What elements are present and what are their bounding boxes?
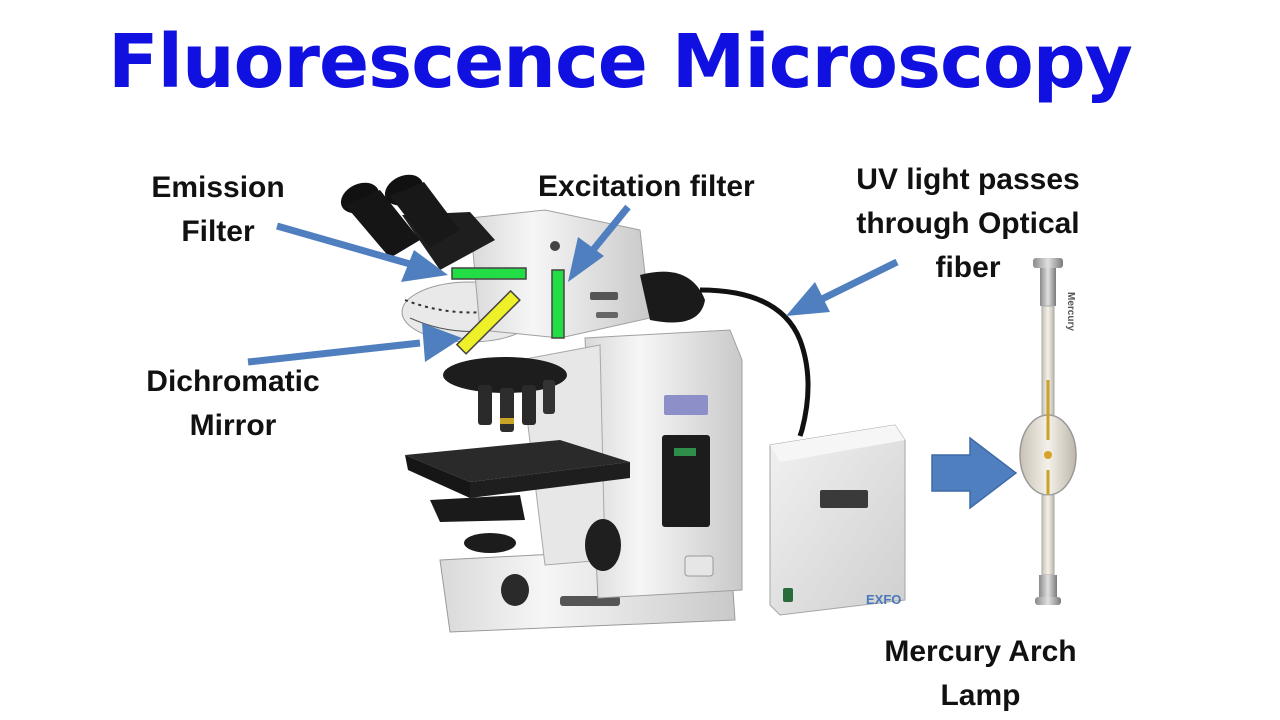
power-switch bbox=[783, 588, 793, 602]
optical-fiber bbox=[699, 287, 811, 437]
dichromatic-mirror-label-line2: Mirror bbox=[189, 409, 277, 442]
slide-title: Fluorescence Microscopy bbox=[108, 19, 1133, 105]
emission-filter-label-line2: Filter bbox=[181, 215, 255, 248]
objective-lens bbox=[543, 380, 555, 414]
mercury-lamp-label-line1: Mercury Arch bbox=[884, 635, 1077, 668]
fiber-connector bbox=[640, 271, 705, 323]
objective-lens bbox=[500, 388, 514, 432]
panel-switch bbox=[684, 555, 714, 577]
excitation-filter-marker bbox=[551, 269, 565, 339]
panel-display bbox=[674, 448, 696, 456]
dichromatic-mirror-marker bbox=[455, 289, 521, 355]
mercury-lamp-housing: EXFO bbox=[769, 424, 906, 616]
bulb-label: Mercury bbox=[1065, 292, 1076, 331]
mercury-lamp-label-line2: Lamp bbox=[940, 679, 1021, 712]
slider-control bbox=[590, 292, 618, 300]
stage bbox=[405, 440, 630, 482]
uv-light-label-line1: UV light passes bbox=[856, 163, 1080, 196]
control-panel bbox=[662, 435, 710, 527]
microscope bbox=[340, 174, 743, 633]
lamp-brand: EXFO bbox=[866, 592, 901, 607]
base-controls bbox=[560, 596, 620, 606]
dichromatic-arrow bbox=[247, 323, 462, 366]
objective-lens bbox=[522, 385, 536, 425]
stage-controls bbox=[430, 495, 525, 522]
dichromatic-mirror-label-line1: Dichromatic bbox=[146, 365, 320, 398]
mercury-bulb: Mercury bbox=[1019, 258, 1077, 605]
uv-arrow bbox=[786, 258, 899, 316]
condenser bbox=[464, 533, 516, 553]
focus-knob bbox=[585, 519, 621, 571]
emission-arrow bbox=[276, 222, 448, 282]
block-arrow-right bbox=[931, 436, 1018, 510]
lamp-display bbox=[820, 490, 868, 508]
excitation-arrow bbox=[568, 204, 631, 282]
model-badge bbox=[664, 395, 708, 415]
objective-lens bbox=[478, 385, 492, 425]
emission-filter-marker bbox=[451, 267, 527, 280]
emission-filter-label-line1: Emission bbox=[151, 171, 285, 204]
excitation-filter-label: Excitation filter bbox=[538, 170, 755, 203]
dichromatic-mirror-label: Dichromatic Mirror bbox=[128, 360, 338, 448]
light-control-knob bbox=[501, 574, 529, 606]
uv-light-label-line2: through Optical bbox=[856, 207, 1080, 240]
nosepiece bbox=[443, 357, 567, 393]
uv-light-label-line3: fiber bbox=[935, 251, 1001, 284]
mercury-lamp-label: Mercury Arch Lamp bbox=[868, 630, 1093, 718]
uv-light-label: UV light passes through Optical fiber bbox=[843, 158, 1093, 290]
emission-filter-label: Emission Filter bbox=[148, 166, 288, 254]
